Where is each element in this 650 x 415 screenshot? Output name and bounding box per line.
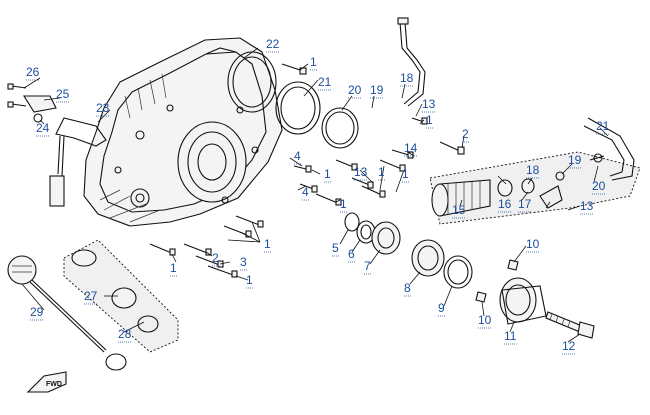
bolt-12 (545, 311, 595, 339)
callout-13: 13 (354, 165, 368, 179)
callout-31: 27 (84, 289, 98, 303)
callout-28: 24 (36, 121, 50, 135)
sensor-27 (49, 117, 107, 207)
callout-1: 1 (426, 113, 433, 127)
callout-33: 29 (30, 305, 44, 319)
bearing-7 (371, 221, 401, 255)
callout-8: 8 (404, 281, 411, 295)
callout-1: 1 (324, 167, 331, 181)
callout-5: 5 (332, 241, 339, 255)
callout-1: 1 (310, 55, 317, 69)
bolts (149, 63, 465, 278)
filter-assembly (63, 239, 179, 371)
callout-12: 12 (562, 339, 576, 353)
seal-8 (411, 239, 445, 277)
callout-6: 6 (348, 247, 355, 261)
breather-assembly (429, 117, 641, 225)
crankcase-cover (83, 37, 283, 227)
callout-11: 11 (504, 329, 517, 343)
callout-1: 1 (264, 237, 271, 251)
callout-25: 21 (318, 75, 332, 89)
callout-7: 7 (364, 259, 371, 273)
callout-10: 10 (526, 237, 540, 251)
callout-4: 4 (294, 149, 301, 163)
callout-21: 21 (596, 119, 610, 133)
oring-5 (344, 212, 360, 232)
callout-2: 2 (462, 127, 469, 141)
callout-24: 20 (348, 83, 362, 97)
callout-14: 14 (404, 141, 418, 155)
housing-11 (499, 277, 547, 325)
callout-1: 1 (340, 197, 347, 211)
callout-32: 28 (118, 327, 132, 341)
callout-1: 1 (170, 261, 177, 275)
callout-19: 19 (568, 153, 582, 167)
callout-1: 1 (246, 273, 253, 287)
callout-1: 1 (378, 165, 385, 179)
callout-3: 3 (240, 255, 247, 269)
callout-27: 23 (96, 101, 110, 115)
callout-18: 18 (526, 163, 540, 177)
callout-22: 18 (400, 71, 414, 85)
gasket-9 (443, 255, 473, 289)
callout-15: 15 (452, 203, 466, 217)
bellows-15 (431, 179, 491, 217)
callout-29: 25 (56, 87, 70, 101)
bolt-10b (475, 291, 487, 303)
bolt-30 (7, 83, 27, 108)
washer-28 (33, 113, 43, 123)
hose-22 (397, 17, 426, 107)
leader-lines (21, 47, 609, 343)
callout-10: 10 (478, 313, 492, 327)
callout-1: 1 (402, 167, 409, 181)
callout-4: 4 (302, 185, 309, 199)
bolt-10a (507, 259, 519, 271)
callout-20: 20 (592, 179, 606, 193)
dipstick-33 (7, 255, 107, 353)
callout-17: 17 (518, 197, 532, 211)
gasket-24 (321, 107, 359, 149)
callout-9: 9 (438, 301, 445, 315)
callout-2: 2 (212, 251, 219, 265)
gasket-25 (275, 81, 321, 135)
fwd-label: FWD (46, 381, 62, 388)
callout-23: 19 (370, 83, 384, 97)
bracket-29 (23, 95, 57, 113)
callout-13: 13 (422, 97, 436, 111)
fwd-arrow: FWD (26, 371, 67, 393)
callout-16: 16 (498, 197, 512, 211)
callout-30: 26 (26, 65, 40, 79)
callout-13: 13 (580, 199, 594, 213)
callouts: 22 1 21 20 19 18 13 1 2 21 4 4 1 14 13 1… (26, 37, 610, 355)
callout-26: 22 (266, 37, 280, 51)
